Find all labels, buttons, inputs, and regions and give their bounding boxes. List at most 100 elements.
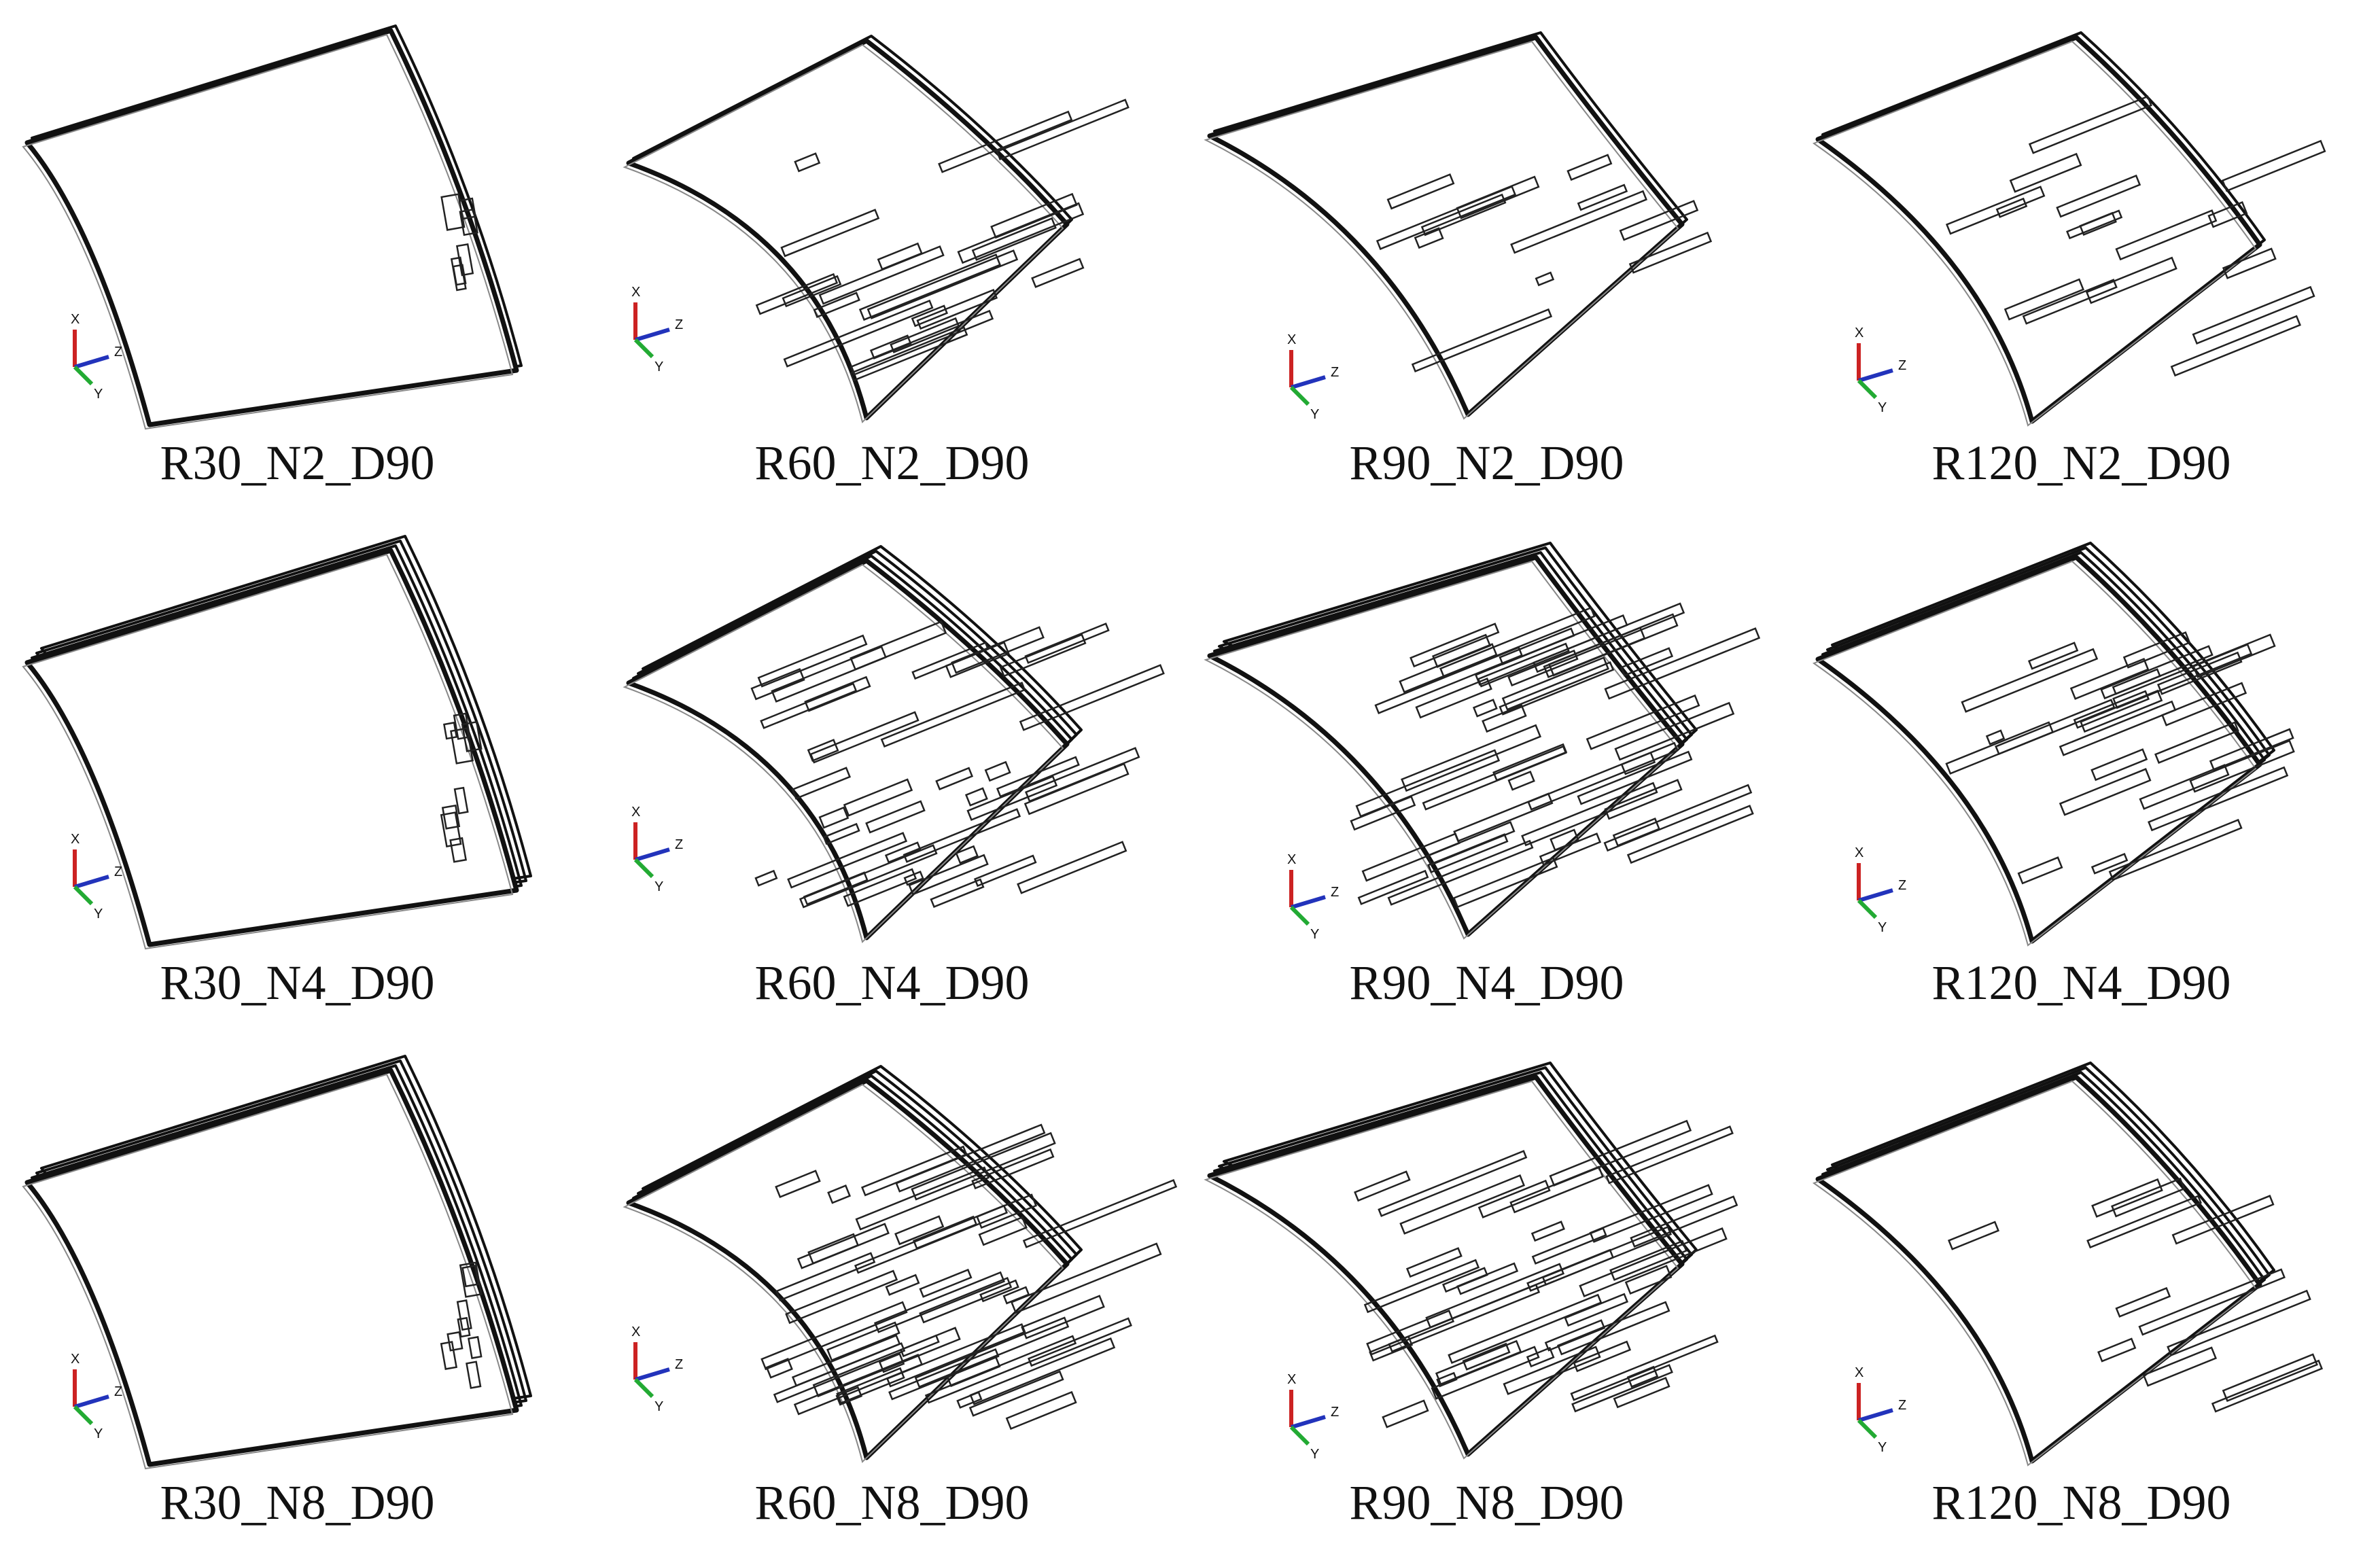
crack-rect [1613, 1376, 1670, 1409]
crack-rect [750, 667, 805, 701]
crack-pattern [1945, 631, 2295, 885]
x-axis-label: X [71, 1352, 80, 1367]
shell-model: XZY [1812, 1062, 2324, 1467]
shell-inner-edge [1204, 40, 1679, 420]
crack-rect [1945, 186, 2046, 235]
crack-rect [775, 1170, 821, 1199]
crack-rect [2112, 643, 2253, 709]
y-axis-label: Y [94, 907, 103, 922]
crack-rect [911, 304, 949, 328]
crack-rect [1510, 190, 1648, 254]
crack-pattern [750, 620, 1165, 909]
crack-rect [2097, 1337, 2137, 1363]
crack-rect [1577, 750, 1693, 805]
shell-model: XZY [22, 24, 523, 430]
shell-model: XZY [1812, 31, 2326, 427]
y-axis-label: Y [1878, 920, 1887, 935]
crack-rect [1624, 1265, 1673, 1295]
crack-rect [450, 256, 467, 292]
z-axis-arrow [635, 328, 670, 342]
crack-rect [468, 1335, 483, 1359]
crack-rect [787, 832, 908, 889]
shell-model: XZY [22, 535, 532, 950]
crack-rect [1420, 193, 1507, 236]
axis-triad: XZY [631, 285, 683, 374]
crack-rect [1619, 200, 1699, 241]
crack-rect [835, 1386, 863, 1406]
shell-layer-outline [626, 38, 1070, 421]
crack-rect [2222, 247, 2277, 279]
crack-rect [2161, 682, 2247, 726]
crack-rect [968, 1370, 1064, 1417]
panel-caption: R60_N2_D90 [754, 436, 1030, 490]
crack-rect [911, 1132, 1056, 1201]
crack-rect [1354, 1170, 1411, 1202]
crack-rect [1405, 1247, 1463, 1278]
crack-rect [1028, 1317, 1132, 1367]
crack-rect [1550, 828, 1580, 852]
crack-rect [869, 334, 912, 359]
crack-rect [1378, 1150, 1528, 1217]
y-axis-label: Y [94, 1426, 103, 1441]
crack-rect [455, 243, 474, 277]
crack-rect [1620, 647, 1674, 677]
z-axis-label: Z [675, 1357, 683, 1372]
crack-rect [1399, 1174, 1526, 1235]
crack-rect [818, 245, 945, 305]
crack-rect [894, 1215, 945, 1246]
crack-rect [1609, 1240, 1687, 1281]
crack-rect [1031, 258, 1085, 288]
crack-rect [1531, 1227, 1607, 1265]
shell-model: XZY [623, 35, 1130, 423]
crack-rect [955, 845, 979, 864]
crack-rect [1604, 779, 1683, 820]
crack-rect [843, 778, 913, 817]
crack-rect [1556, 1301, 1670, 1356]
crack-rect [1628, 231, 1713, 274]
x-axis-label: X [631, 1325, 640, 1339]
crack-pattern [1947, 1177, 2324, 1413]
crack-rect [1499, 661, 1615, 716]
x-axis-label: X [71, 312, 80, 327]
crack-rect [1612, 817, 1660, 847]
crack-pattern [440, 193, 478, 292]
crack-rect [2115, 209, 2218, 261]
y-axis-label: Y [1878, 400, 1887, 415]
crack-rect [1431, 1346, 1540, 1400]
crack-pattern [755, 99, 1130, 382]
crack-rect [2009, 152, 2082, 193]
crack-rect [1369, 1335, 1414, 1362]
crack-rect [951, 626, 1045, 674]
crack-rect [1355, 749, 1501, 818]
crack-rect [459, 1261, 483, 1298]
shell-layer-outline [24, 28, 519, 427]
y-axis-arrow [1289, 905, 1310, 926]
crack-rect [2171, 1195, 2275, 1245]
crack-rect [888, 1348, 1000, 1401]
crack-rect [1544, 1319, 1606, 1352]
crack-rect [771, 646, 887, 703]
crack-rect [755, 273, 839, 315]
crack-rect [1567, 154, 1613, 181]
shell-model: XZY [623, 1065, 1178, 1463]
crack-rect [1022, 1179, 1178, 1248]
crack-rect [1382, 1399, 1429, 1428]
crack-pattern [440, 1261, 483, 1389]
z-axis-label: Z [675, 317, 683, 332]
axis-triad: XZY [1287, 1372, 1339, 1462]
crack-rect [754, 869, 778, 887]
crack-rect [1521, 782, 1658, 847]
crack-rect [2028, 95, 2152, 154]
crack-rect [757, 634, 868, 688]
crack-rect [984, 760, 1011, 782]
y-axis-label: Y [1310, 927, 1319, 942]
crack-rect [2111, 1177, 2186, 1218]
x-axis-label: X [631, 285, 640, 300]
crack-pattern [440, 712, 483, 863]
crack-rect [2027, 642, 2079, 670]
panel-caption: R120_N4_D90 [1931, 955, 2231, 1010]
crack-rect [450, 727, 474, 765]
crack-rect [996, 99, 1130, 160]
